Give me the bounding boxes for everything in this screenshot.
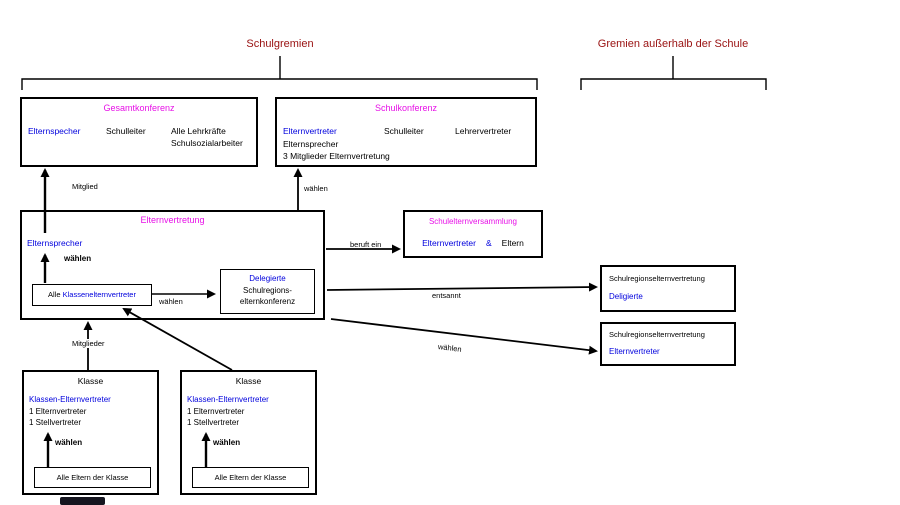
inner-box-delegierte: Delegierte Schulregions- elternkonferenz	[220, 269, 315, 314]
box-title: Klasse	[235, 376, 262, 386]
edge-label-mitglieder: Mitglieder	[71, 339, 106, 348]
member-schulsozialarbeiter: Schulsozialarbeiter	[171, 138, 243, 148]
box-schulregion-deligierte: Schulregionselternvertretung Deligierte	[600, 265, 736, 312]
edge-label-waehlen-elternsprecher: wählen	[64, 254, 92, 263]
edge-label-waehlen-schulkonferenz: wählen	[304, 184, 328, 193]
edge-label-waehlen-klasse2: wählen	[213, 438, 241, 447]
box-title: Schulregionselternvertretung	[609, 330, 705, 339]
bracket-gremien-ausserhalb	[580, 78, 767, 90]
deligierte-label: Deligierte	[609, 292, 643, 301]
klassen-elternvertreter-label: Klassen-Elternvertreter	[29, 395, 111, 404]
box-title: Elternvertretung	[140, 215, 205, 225]
box-klasse-2: Klasse Klassen-Elternvertreter 1 Elternv…	[180, 370, 317, 495]
inner-box-alle-eltern: Alle Eltern der Klasse	[34, 467, 151, 488]
inner-prefix: Alle	[48, 290, 63, 299]
inner-box-klassenelternvertreter: Alle Klassenelternvertreter	[32, 284, 152, 306]
member-elternvertreter: Elternvertreter	[283, 126, 337, 136]
inner-box-alle-eltern: Alle Eltern der Klasse	[192, 467, 309, 488]
box-schulregion-elternvertreter: Schulregionselternvertretung Elternvertr…	[600, 322, 736, 366]
box-title: Gesamtkonferenz	[103, 103, 175, 113]
box-schulelternversammlung: Schulelternversammlung Elternvertreter &…	[403, 210, 543, 258]
arrow-elternvertretung-to-schulregion-elternvertreter	[330, 318, 598, 355]
inner-main: Klassenelternvertreter	[62, 290, 136, 299]
box-elternvertretung: Elternvertretung Elternsprecher Alle Kla…	[20, 210, 325, 320]
member-schulleiter: Schulleiter	[384, 126, 424, 136]
elternvertreter-label: Elternvertreter	[609, 347, 660, 356]
bracket-schulgremien	[21, 78, 538, 90]
box-klasse-1: Klasse Klassen-Elternvertreter 1 Elternv…	[22, 370, 159, 495]
delegierte-line3: elternkonferenz	[239, 297, 296, 306]
delegierte-line2: Schulregions-	[243, 286, 292, 295]
member-elternsprecher: Elternsprecher	[283, 139, 339, 149]
ampersand: &	[485, 238, 492, 248]
delegierte-title: Delegierte	[249, 274, 286, 283]
elternvertreter-count: 1 Elternvertreter	[187, 407, 245, 416]
edge-label-beruft-ein: beruft ein	[350, 240, 382, 249]
edge-label-waehlen-region: wählen	[437, 342, 463, 354]
arrow-delegierte-to-schulregion-deligierte	[326, 282, 598, 292]
edge-label-mitglied: Mitglied	[72, 182, 98, 191]
members-row: Elternvertreter & Eltern	[405, 238, 541, 248]
klassen-elternvertreter-label: Klassen-Elternvertreter	[187, 395, 269, 404]
header-gremien-ausserhalb: Gremien außerhalb der Schule	[597, 38, 749, 50]
stellvertreter-count: 1 Stellvertreter	[187, 418, 240, 427]
member-schulleiter: Schulleiter	[106, 126, 146, 136]
box-schulkonferenz: Schulkonferenz Elternvertreter Schulleit…	[275, 97, 537, 167]
edge-label-waehlen-delegierte: wählen	[159, 297, 183, 306]
member-elternvertreter: Elternvertreter	[422, 238, 476, 248]
member-eltern: Eltern	[501, 238, 524, 248]
member-lehrkraefte: Alle Lehrkräfte	[171, 126, 226, 136]
elternsprecher-label: Elternsprecher	[27, 238, 83, 248]
elternvertreter-count: 1 Elternvertreter	[29, 407, 87, 416]
bottom-edge-artifact	[60, 497, 105, 505]
member-mitglieder: 3 Mitglieder Elternvertretung	[283, 151, 390, 161]
stellvertreter-count: 1 Stellvertreter	[29, 418, 82, 427]
edge-label-entsannt: entsannt	[432, 291, 461, 300]
box-title: Schulkonferenz	[374, 103, 438, 113]
box-gesamtkonferenz: Gesamtkonferenz Elternspecher Schulleite…	[20, 97, 258, 167]
edge-label-waehlen-klasse1: wählen	[55, 438, 83, 447]
member-elternspecher: Elternspecher	[28, 126, 81, 136]
box-title: Klasse	[77, 376, 104, 386]
member-lehrervertreter: Lehrervertreter	[455, 126, 512, 136]
box-title: Schulelternversammlung	[428, 217, 518, 226]
header-schulgremien: Schulgremien	[246, 38, 314, 50]
box-title: Schulregionselternvertretung	[609, 274, 705, 283]
